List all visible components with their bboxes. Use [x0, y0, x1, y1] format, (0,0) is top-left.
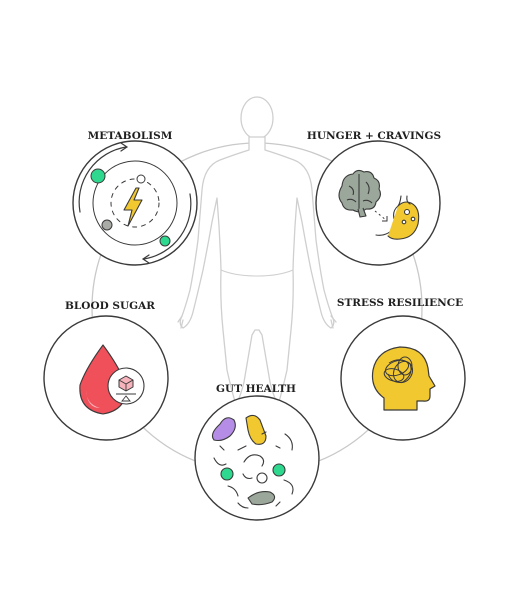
sugar-cube-icon: [107, 367, 145, 405]
hunger-label: HUNGER + CRAVINGS: [307, 130, 441, 142]
hunger-node: [315, 140, 441, 266]
blood-sugar-node: [43, 315, 169, 441]
stomach-icon: [375, 195, 420, 240]
gut-health-node: [194, 395, 320, 521]
metabolism-node: [72, 140, 198, 266]
brain-icon: [338, 169, 382, 218]
gray-particle: [101, 219, 113, 231]
blood-sugar-label: BLOOD SUGAR: [65, 300, 155, 312]
gut-health-label: GUT HEALTH: [216, 383, 296, 395]
human-body-outline-icon: [177, 96, 337, 406]
cycle-arrows-icon: [78, 142, 192, 264]
stress-label: STRESS RESILIENCE: [337, 297, 463, 309]
dotted-arrow-icon: [374, 210, 388, 222]
hunger-circle: [315, 140, 441, 266]
tangled-thoughts-icon: [383, 356, 414, 384]
stress-node: [340, 315, 466, 441]
green-particle: [159, 235, 171, 247]
lightning-bolt-icon: [123, 187, 143, 227]
green-particle: [90, 168, 106, 184]
hollow-particle: [136, 174, 146, 184]
metabolism-label: METABOLISM: [88, 130, 173, 142]
gut-bacteria-icon: [211, 414, 294, 509]
